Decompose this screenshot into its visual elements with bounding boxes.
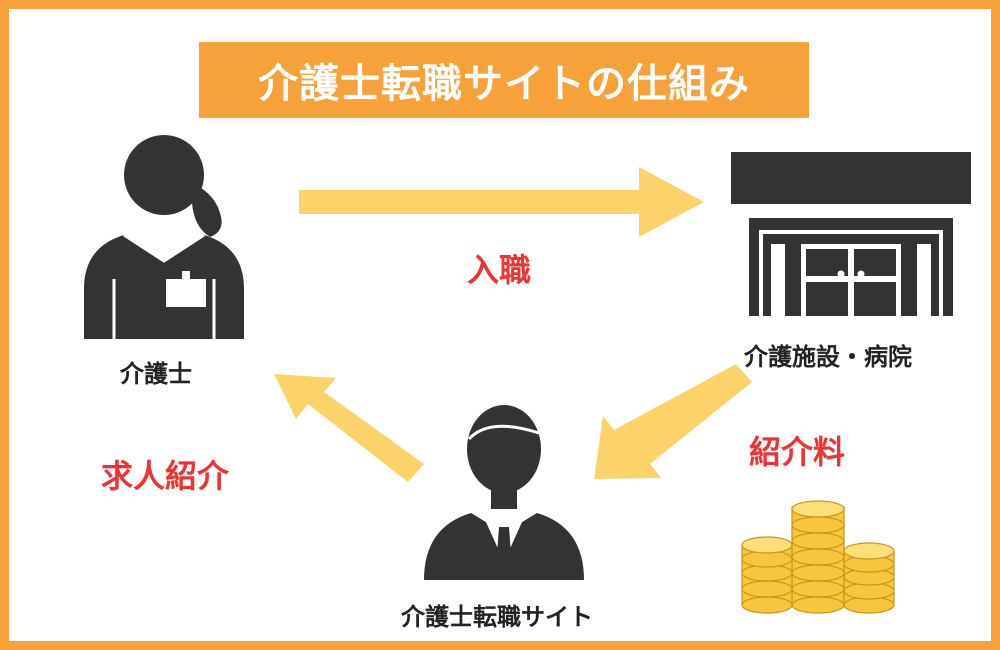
referral-fee-label: 紹介料 bbox=[749, 433, 846, 471]
arrow-facility-to-site bbox=[594, 364, 752, 479]
facility-icon bbox=[731, 152, 971, 316]
coins-icon bbox=[741, 500, 895, 614]
diagram-title: 介護士転職サイトの仕組み bbox=[199, 42, 809, 118]
caregiver-label: 介護士 bbox=[120, 360, 192, 388]
facility-label: 介護施設・病院 bbox=[744, 343, 912, 371]
employment-label: 入職 bbox=[467, 251, 532, 289]
arrow-worker-to-facility bbox=[299, 167, 704, 237]
job-site-label: 介護士転職サイト bbox=[401, 603, 593, 631]
arrow-site-to-worker bbox=[274, 374, 424, 482]
caregiver-icon bbox=[84, 135, 244, 339]
job-introduction-label: 求人紹介 bbox=[101, 457, 230, 495]
consultant-icon bbox=[424, 405, 584, 580]
